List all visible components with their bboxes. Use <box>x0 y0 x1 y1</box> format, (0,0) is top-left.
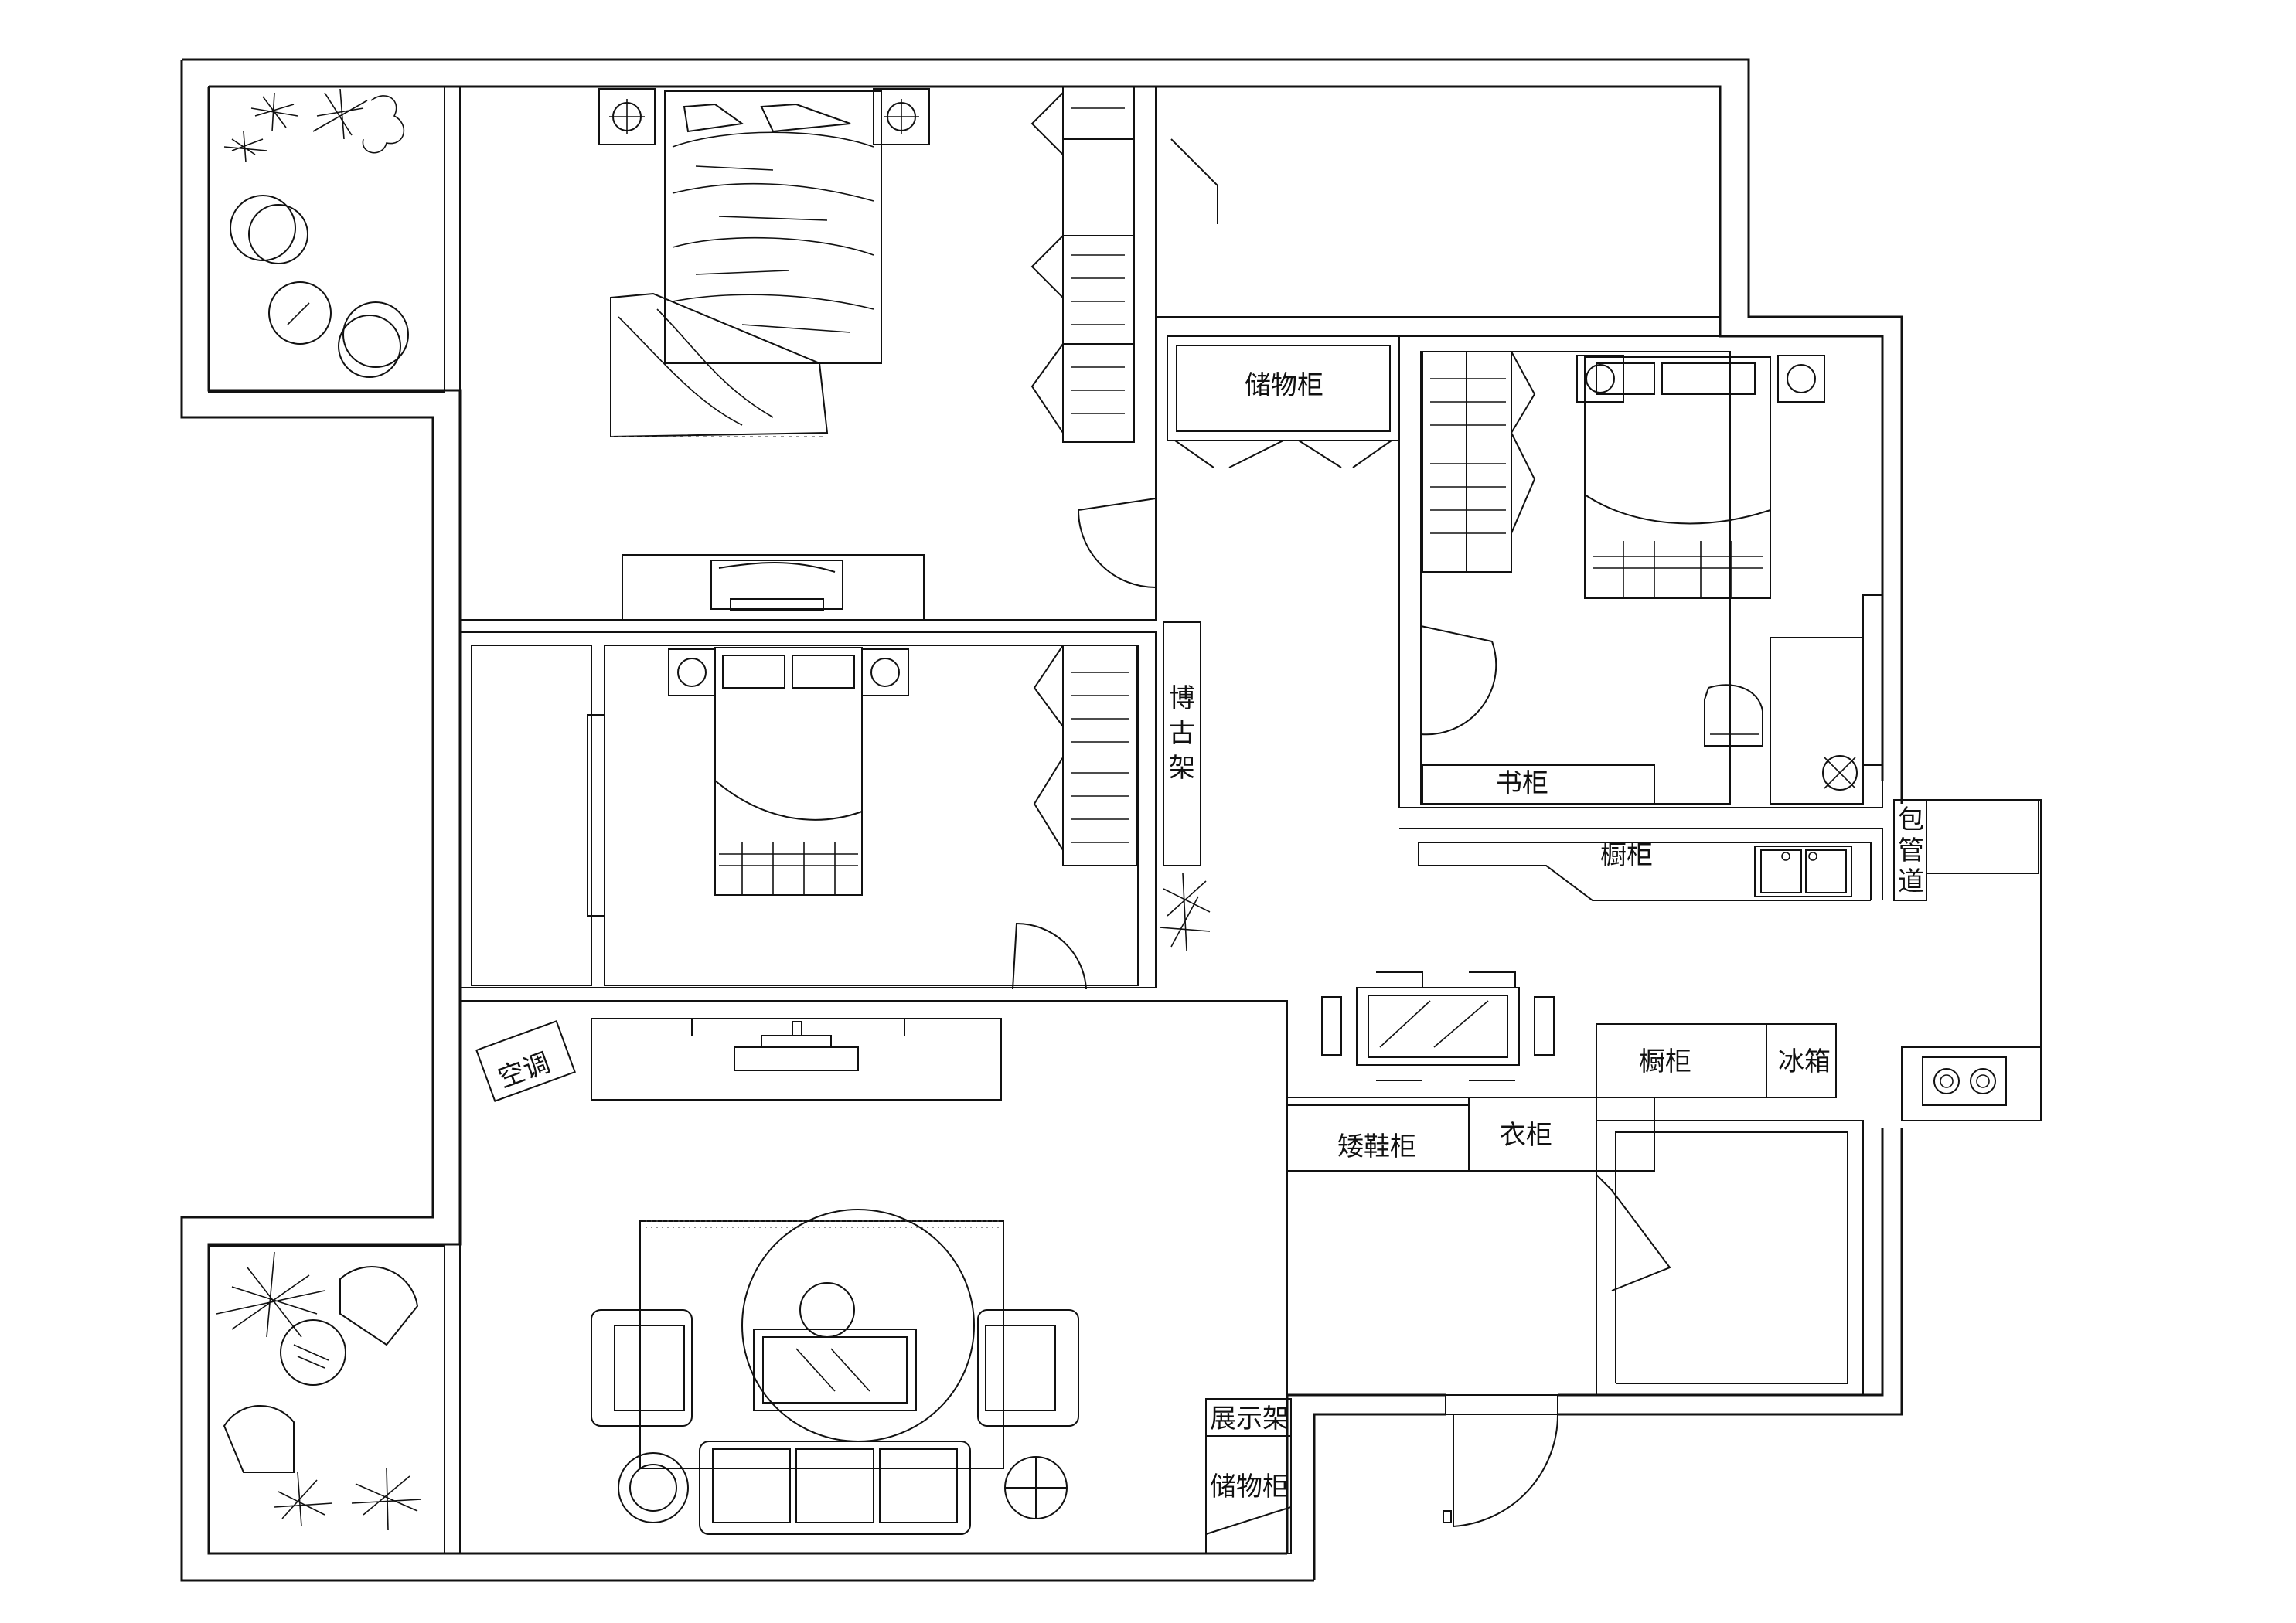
master-bedroom <box>459 86 1157 621</box>
balcony-top-left <box>208 86 445 393</box>
living-room <box>459 1000 1288 1554</box>
dining-table <box>1321 971 1555 1081</box>
plant-icon <box>216 1251 422 1531</box>
bathroom <box>1596 1120 1864 1395</box>
curio-shelf <box>1163 621 1201 866</box>
bookshelf-label: 书柜 <box>1496 770 1548 798</box>
kitchen-cabinet-label: 橱柜 <box>1600 841 1653 870</box>
outer-walls <box>180 58 1903 1582</box>
kitchen <box>1399 828 1883 901</box>
entry-door <box>1443 1394 1559 1528</box>
curio-shelf-label: 博 <box>1169 684 1195 713</box>
shoe-cabinet-label: 矮鞋柜 <box>1337 1132 1416 1162</box>
plant-icon <box>1159 873 1211 951</box>
second-bedroom-middle <box>459 631 1157 990</box>
wardrobe-label: 衣柜 <box>1500 1121 1552 1150</box>
service-cabinet-label: 橱柜 <box>1639 1047 1691 1077</box>
bed <box>668 647 909 896</box>
aircon-label: 空调 <box>495 1048 554 1094</box>
bed <box>1576 355 1825 599</box>
plant-icon <box>223 88 405 163</box>
display-storage-shelf <box>1205 1398 1292 1554</box>
kitchen-counter <box>1901 1046 2042 1121</box>
tv-console <box>622 554 925 621</box>
sofa-set <box>591 1209 1079 1535</box>
bed <box>610 90 882 438</box>
stove-icon <box>1922 1056 2007 1106</box>
door <box>1077 498 1157 588</box>
pipe-chase-label: 包 <box>1898 805 1924 835</box>
fridge-label: 冰箱 <box>1778 1047 1831 1077</box>
storage-room <box>1155 86 1721 468</box>
curio-shelf-label: 架 <box>1169 754 1195 783</box>
storage-cabinet-label: 储物柜 <box>1210 1472 1289 1502</box>
cabinet-row <box>1286 1023 1837 1172</box>
balcony-bottom-left <box>208 1245 445 1554</box>
pipe-chase-label: 管 <box>1898 836 1924 866</box>
storage-cabinet-label: 储物柜 <box>1245 371 1323 400</box>
display-shelf-label: 展示架 <box>1210 1405 1289 1434</box>
curio-shelf-label: 古 <box>1169 719 1195 748</box>
pipe-chase-label: 道 <box>1898 867 1924 897</box>
wardrobe <box>1030 86 1135 443</box>
second-bedroom-right <box>1398 335 1883 808</box>
